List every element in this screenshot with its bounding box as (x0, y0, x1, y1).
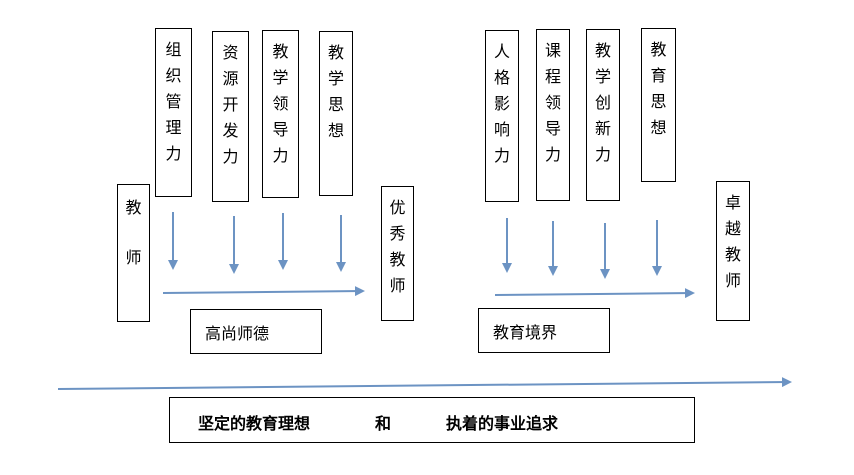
box-education-thought: 教育思想 (641, 28, 676, 182)
box-teaching-leadership: 教学领导力 (262, 30, 299, 198)
arrow-long-bottom (57, 377, 792, 390)
vertical-char: 想 (327, 121, 344, 140)
vertical-char: 学 (594, 67, 611, 86)
vertical-char: 程 (544, 67, 561, 86)
vertical-char: 人 (493, 42, 510, 61)
box-excellent-teacher: 优秀教师 (381, 186, 414, 321)
vertical-char: 导 (272, 120, 289, 139)
vertical-char: 学 (327, 69, 344, 88)
vertical-char: 教 (272, 42, 289, 61)
box-teaching-innovation: 教学创新力 (586, 29, 620, 201)
vertical-char: 力 (222, 147, 239, 166)
vertical-char: 资 (222, 43, 239, 62)
vertical-char: 源 (222, 69, 239, 88)
vertical-char: 创 (594, 93, 611, 112)
vertical-char: 开 (222, 95, 239, 114)
vertical-char: 理 (165, 118, 182, 137)
arrow-right-left-group (162, 286, 365, 297)
vertical-char: 响 (493, 120, 510, 139)
teacher-char-2: 师 (125, 248, 142, 267)
box-teacher: 教 师 (117, 184, 150, 322)
vertical-char: 力 (544, 145, 561, 164)
vertical-char: 学 (272, 68, 289, 87)
vertical-char: 新 (594, 119, 611, 138)
arrow-right-right-group (494, 288, 695, 299)
vertical-char: 格 (493, 68, 510, 87)
vertical-char: 管 (165, 92, 182, 111)
vertical-char: 优 (389, 198, 406, 217)
vertical-char: 思 (327, 95, 344, 114)
noble-ethics-label: 高尚师德 (205, 324, 270, 343)
vertical-char: 师 (724, 271, 741, 290)
foundation-part-3: 执着的事业追求 (446, 414, 559, 433)
vertical-char: 教 (650, 40, 667, 59)
box-outstanding-teacher: 卓越教师 (716, 181, 750, 321)
education-realm-label: 教育境界 (493, 323, 558, 342)
vertical-char: 思 (650, 92, 667, 111)
vertical-char: 导 (544, 119, 561, 138)
box-organization-management: 组织管理力 (155, 28, 192, 197)
vertical-char: 力 (594, 145, 611, 164)
foundation-part-1: 坚定的教育理想 (198, 414, 311, 433)
foundation-part-2: 和 (375, 414, 392, 433)
box-resource-development: 资源开发力 (212, 31, 249, 202)
box-noble-ethics: 高尚师德 (190, 309, 322, 354)
vertical-char: 力 (272, 146, 289, 165)
vertical-char: 力 (165, 144, 182, 163)
vertical-char: 教 (594, 41, 611, 60)
box-education-realm: 教育境界 (478, 308, 610, 353)
box-foundation: 坚定的教育理想 和 执着的事业追求 (169, 397, 695, 443)
vertical-char: 领 (544, 93, 561, 112)
vertical-char: 力 (493, 146, 510, 165)
vertical-char: 织 (165, 66, 182, 85)
vertical-char: 发 (222, 121, 239, 140)
vertical-char: 育 (650, 66, 667, 85)
box-teaching-thought: 教学思想 (319, 31, 353, 196)
vertical-char: 想 (650, 118, 667, 137)
vertical-char: 课 (544, 41, 561, 60)
vertical-char: 教 (327, 43, 344, 62)
vertical-char: 组 (165, 40, 182, 59)
box-personality-influence: 人格影响力 (485, 30, 519, 202)
vertical-char: 教 (724, 245, 741, 264)
vertical-char: 卓 (724, 193, 741, 212)
teacher-char-1: 教 (125, 198, 142, 217)
vertical-char: 秀 (389, 224, 406, 243)
vertical-char: 领 (272, 94, 289, 113)
vertical-char: 越 (724, 219, 741, 238)
vertical-char: 教 (389, 250, 406, 269)
vertical-char: 师 (389, 276, 406, 295)
box-curriculum-leadership: 课程领导力 (536, 29, 570, 201)
vertical-char: 影 (493, 94, 510, 113)
